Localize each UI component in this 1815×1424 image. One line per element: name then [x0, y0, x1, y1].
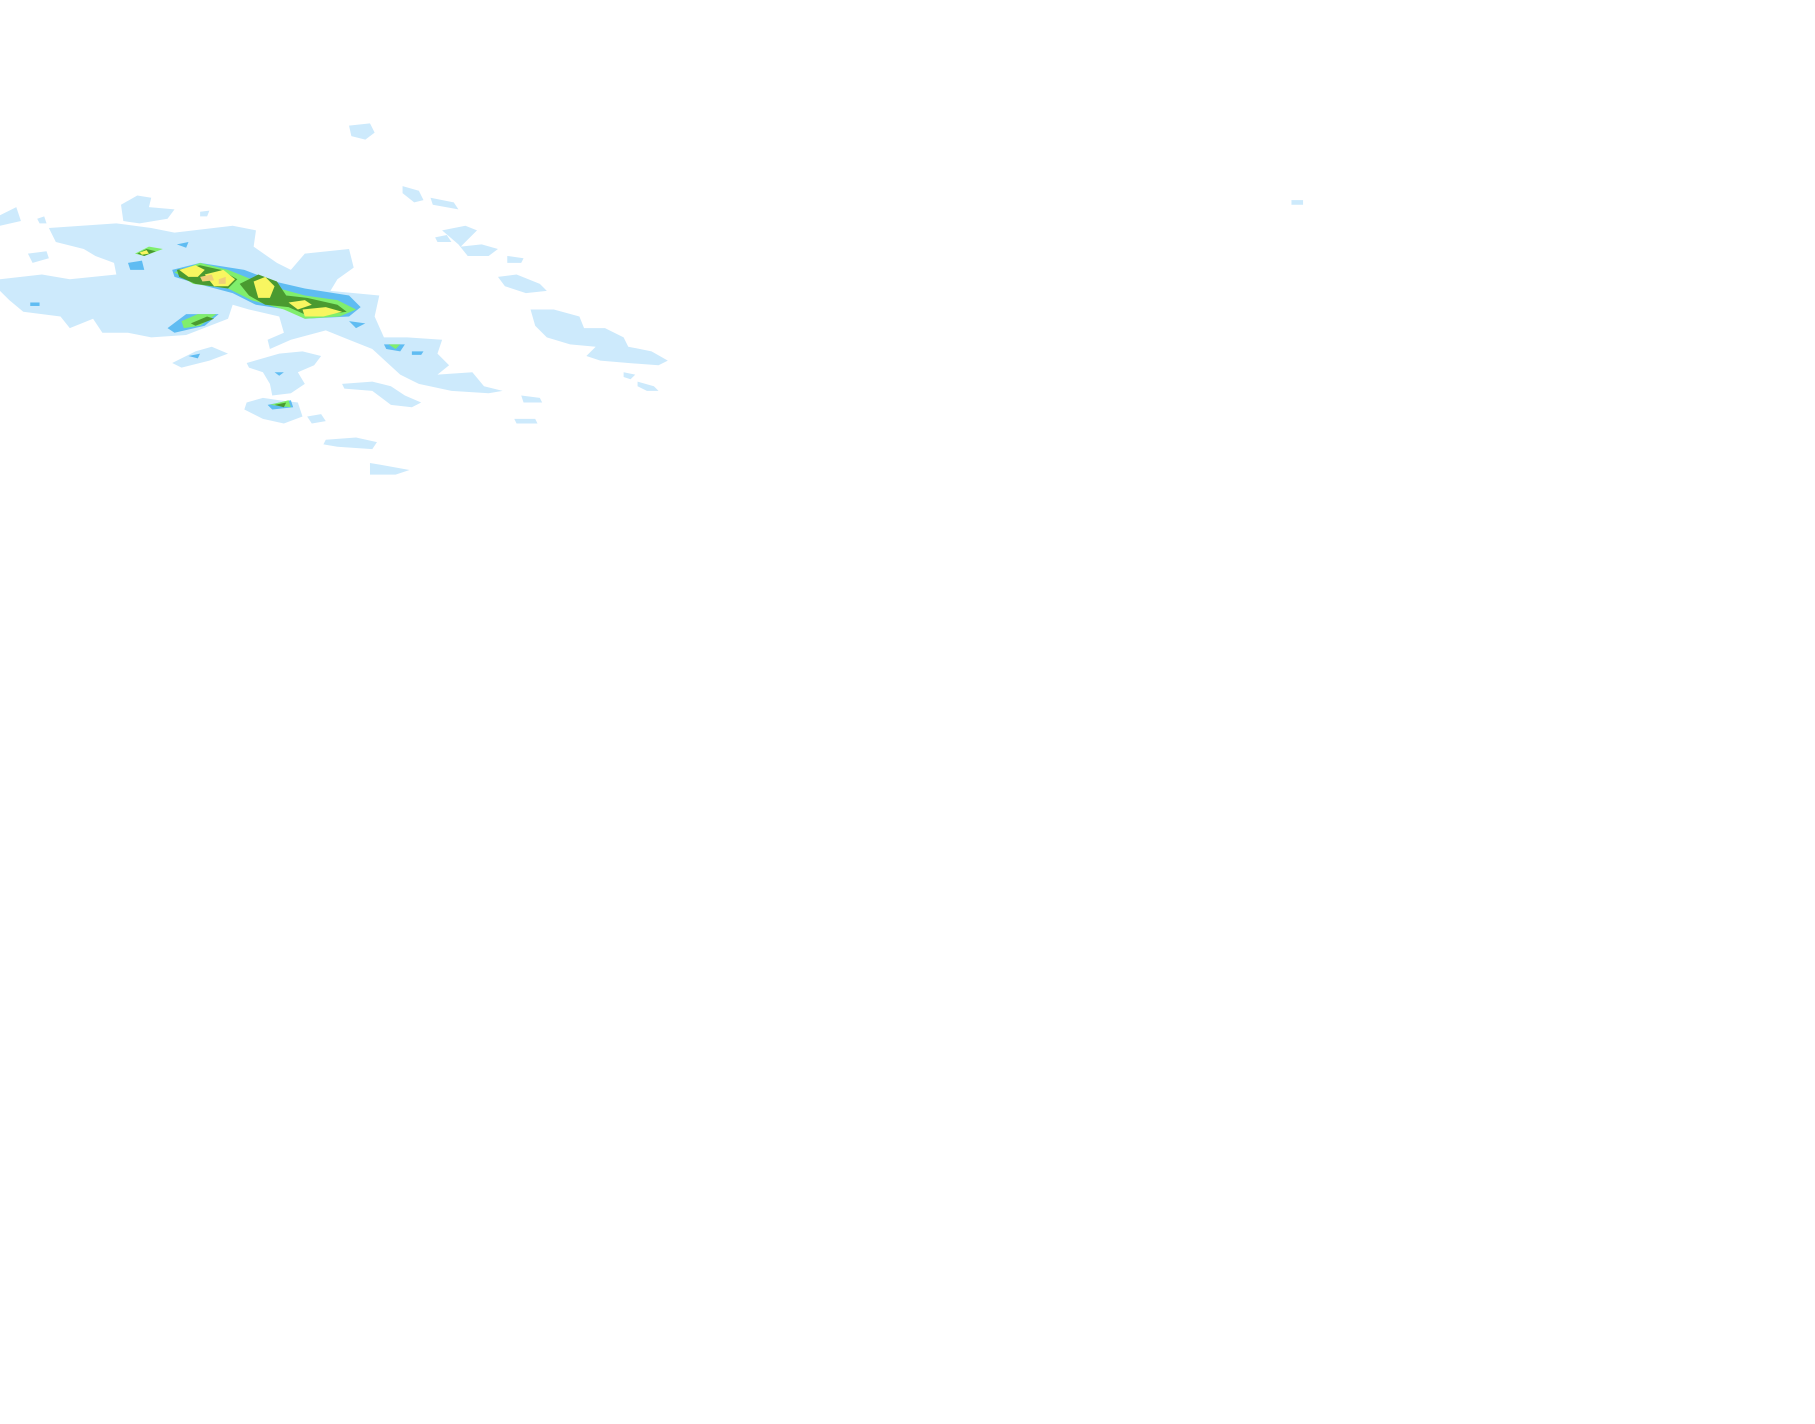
- precip-light-areas: [0, 123, 1304, 475]
- precip-intense-areas: [139, 250, 343, 317]
